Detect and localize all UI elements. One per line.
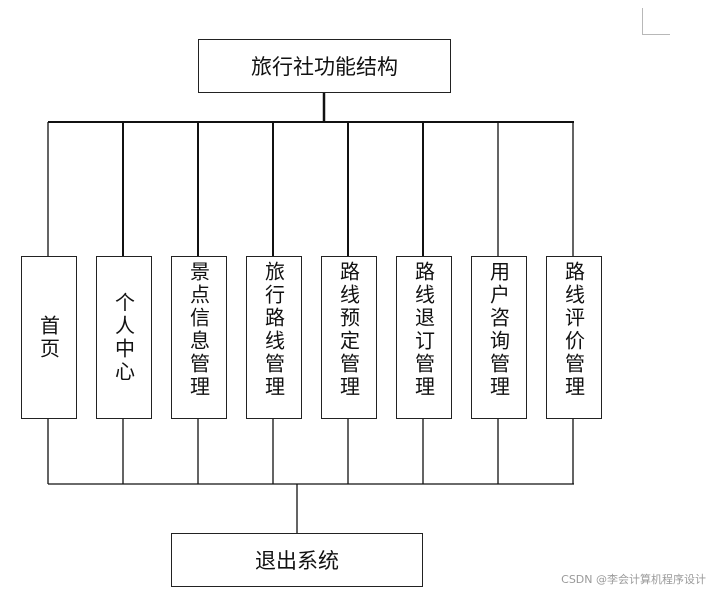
title-box: 旅行社功能结构 [198,39,451,93]
exit-text: 退出系统 [255,549,339,573]
module-box-attraction-info: 景点信息管理 [171,256,227,419]
page-corner-mark [642,8,670,35]
module-label-attraction-info: 景点信息管理 [186,261,211,399]
module-label-route-review: 路线评价管理 [561,261,586,399]
module-box-route-review: 路线评价管理 [546,256,602,419]
module-box-route-booking: 路线预定管理 [321,256,377,419]
module-box-route-cancel: 路线退订管理 [396,256,452,419]
module-label-travel-route: 旅行路线管理 [261,261,286,399]
watermark: CSDN @李会计算机程序设计 [561,573,706,586]
module-label-user-consult: 用户咨询管理 [486,261,511,399]
module-box-travel-route: 旅行路线管理 [246,256,302,419]
module-box-personal-center: 个人中心 [96,256,152,419]
module-label-home: 首页 [36,314,61,361]
module-label-route-booking: 路线预定管理 [336,261,361,399]
title-text: 旅行社功能结构 [251,55,398,79]
exit-box: 退出系统 [171,533,423,587]
module-label-route-cancel: 路线退订管理 [411,261,436,399]
module-box-home: 首页 [21,256,77,419]
module-label-personal-center: 个人中心 [111,291,136,384]
module-box-user-consult: 用户咨询管理 [471,256,527,419]
